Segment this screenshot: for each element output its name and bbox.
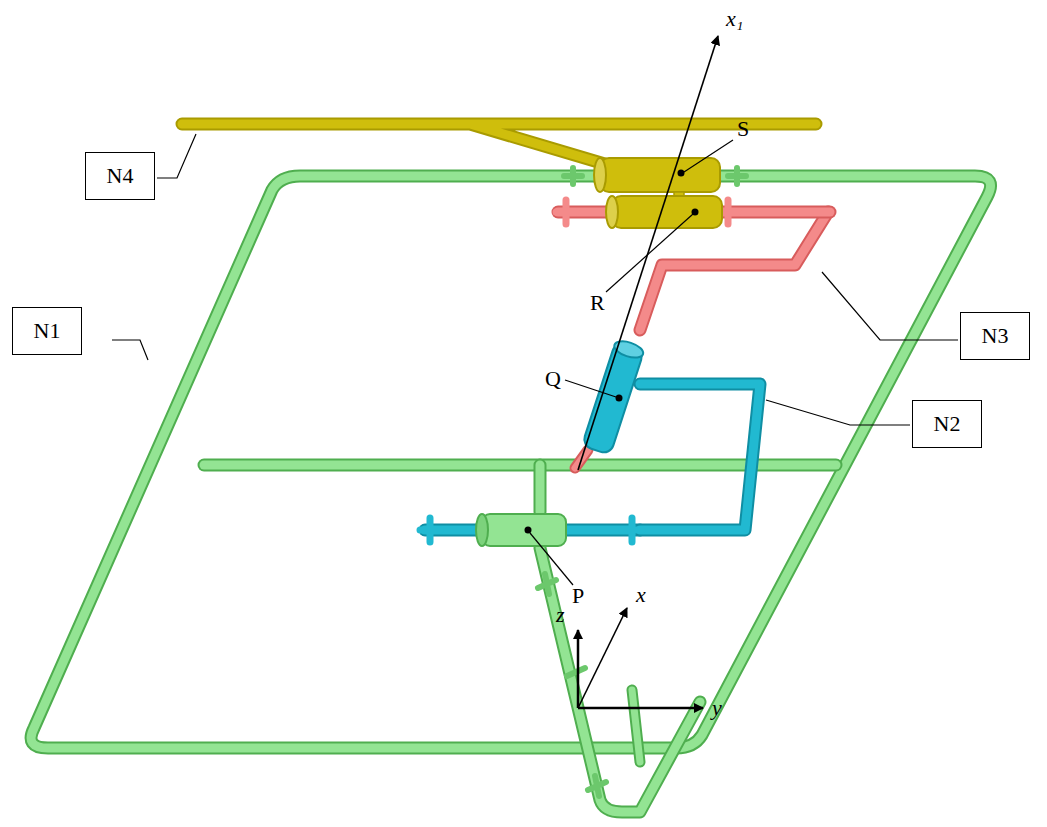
callout-box: N1 [12, 307, 82, 355]
callout-text: N4 [107, 163, 134, 189]
joint-s [594, 158, 720, 200]
link-n2 [425, 384, 760, 530]
axis-label: y [712, 697, 722, 719]
frame-n1 [31, 176, 991, 812]
callout-text: N2 [934, 411, 961, 437]
axis-label: x [636, 584, 646, 606]
point-label: Q [545, 368, 561, 390]
callout-text: N1 [34, 318, 61, 344]
axis-label: z [556, 604, 565, 626]
leader-lines [112, 134, 958, 585]
callout-box: N2 [912, 400, 982, 448]
link-n3 [558, 212, 830, 468]
joint-p [476, 514, 566, 546]
point-label: S [737, 118, 749, 140]
callout-box: N4 [85, 152, 155, 200]
axes [578, 36, 718, 708]
link-n4 [182, 124, 816, 170]
point-label: R [590, 292, 605, 314]
reference-points [525, 170, 699, 534]
callout-box: N3 [960, 312, 1030, 360]
axis-label: x₁ [726, 8, 743, 30]
callout-text: N3 [982, 323, 1009, 349]
point-label: P [572, 585, 584, 607]
